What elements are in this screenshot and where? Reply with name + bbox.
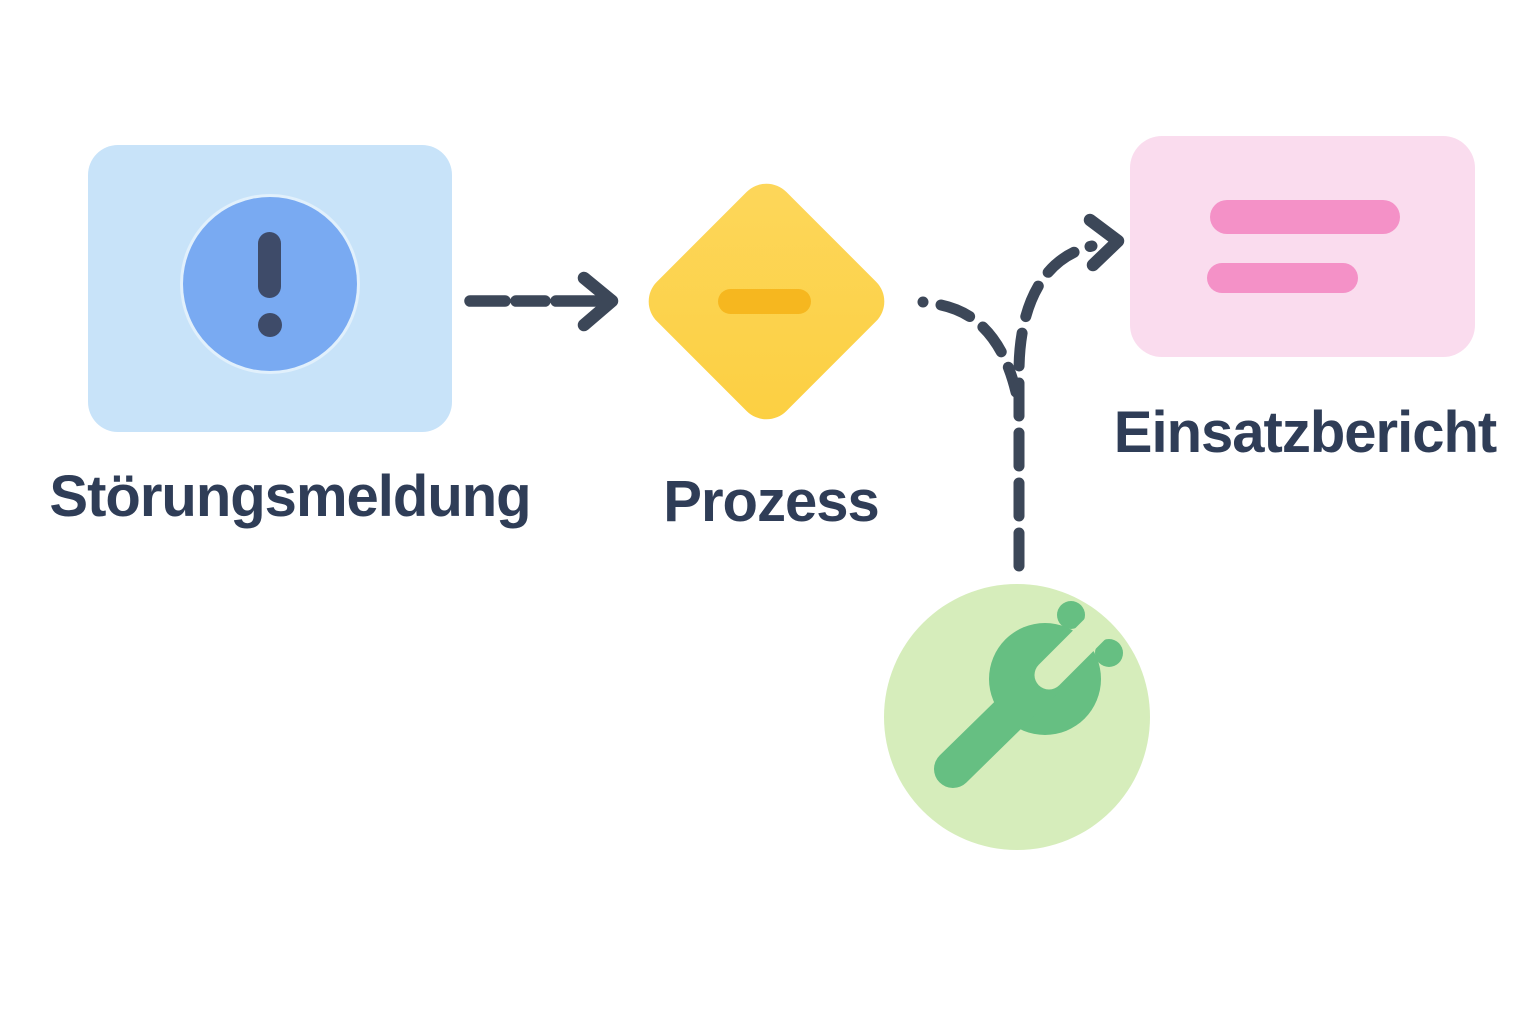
arrowhead-icon [577,271,619,332]
arrowhead-icon [1083,213,1125,272]
document-text-line-1 [1210,200,1400,234]
node-label-prozess: Prozess [663,469,879,534]
edge-prozess-junction [917,296,1022,398]
node-stoerungsmeldung [88,145,452,432]
dash-dot [917,296,929,308]
node-einsatzbericht [1130,136,1475,357]
document-text-line-2 [1207,263,1358,293]
edge-werkzeug-einsatzbericht [1013,213,1125,572]
node-label-stoerungsmeldung: Störungsmeldung [49,464,531,529]
alert-exclamation-icon [183,197,357,371]
exclamation-dot [258,313,282,337]
dashed-curve [935,299,1022,398]
node-werkzeug [884,584,1150,850]
node-label-einsatzbericht: Einsatzbericht [1113,400,1497,465]
exclamation-bar [258,232,281,298]
minus-bar-icon [718,289,811,314]
edge-stoerungsmeldung-prozess [464,271,619,332]
dashed-line [1013,240,1098,572]
